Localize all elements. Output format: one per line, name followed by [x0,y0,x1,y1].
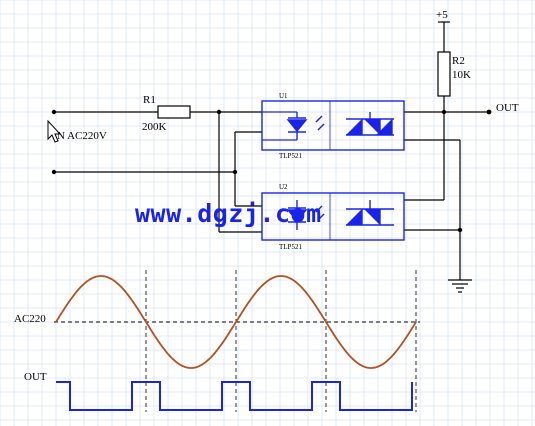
waveform-panel: AC220 OUT [14,270,420,412]
circuit [54,21,488,293]
label-u2: U2 [279,183,288,191]
label-r2-value: 10K [452,69,471,81]
terminal-input-bottom [51,169,57,175]
label-supply: +5 [436,9,448,21]
terminal-output [486,109,492,115]
sine-wave-ac220 [55,275,417,369]
junction-out [441,109,447,115]
terminal-input-top [51,109,57,115]
label-input: N AC220V [57,130,107,142]
label-r2-name: R2 [452,55,465,67]
optocoupler-u2 [261,192,405,241]
label-u1-part: TLP521 [279,152,302,160]
watermark-text: www.dgzj.com [135,199,322,228]
junction-input-b [232,169,238,175]
resistor-r1 [157,105,191,119]
optocoupler-u1 [261,100,405,151]
label-output: OUT [496,102,519,114]
label-r1-name: R1 [143,94,156,106]
label-u1: U1 [279,92,288,100]
label-u2-part: TLP521 [279,243,302,251]
cursor-arrow-icon [47,119,62,143]
square-wave-out [56,381,413,411]
period-dividers [145,270,417,412]
junction-ground [457,227,463,233]
label-wave-ac: AC220 [14,313,46,325]
junction-r1 [216,109,222,115]
label-wave-out: OUT [24,371,47,383]
junctions [51,109,492,233]
label-r1-value: 200K [142,121,167,133]
resistor-r2 [437,51,451,97]
